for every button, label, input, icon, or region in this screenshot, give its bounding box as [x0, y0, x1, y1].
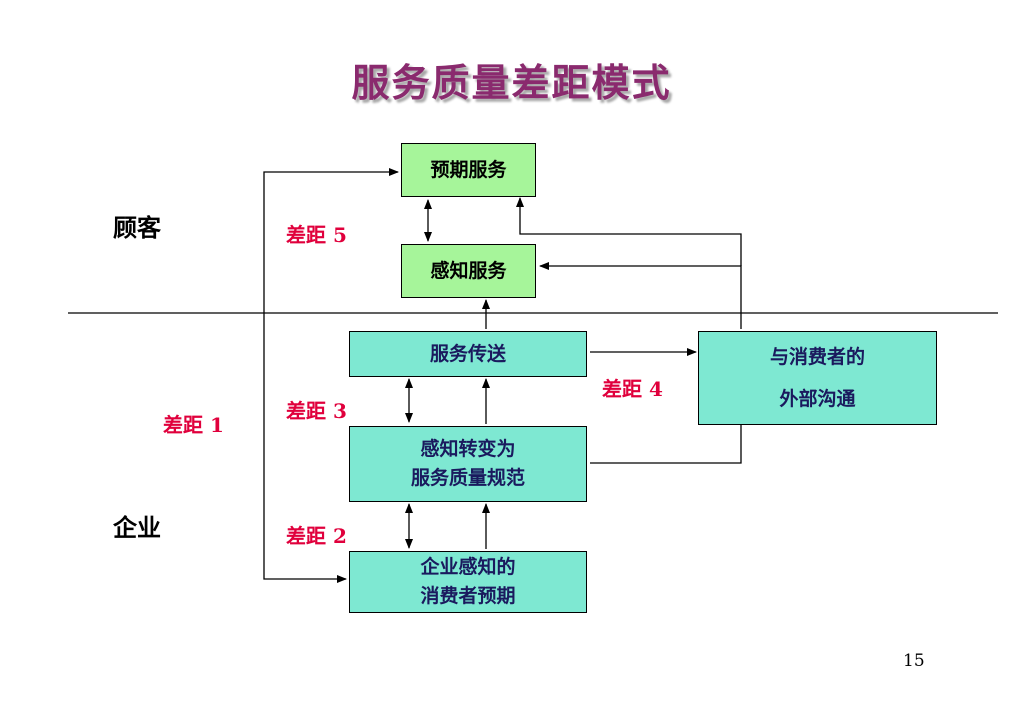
external-communications-label-line2: 外部沟通 — [779, 388, 856, 410]
gap3-label: 差距 3 — [286, 399, 347, 423]
expected-service-box: 预期服务 — [401, 143, 536, 197]
gap5-label: 差距 5 — [286, 223, 347, 247]
enterprise-label: 企业 — [113, 513, 161, 542]
service-delivery-box: 服务传送 — [349, 331, 587, 377]
spec-to-external-line — [590, 425, 742, 464]
page-title: 服务质量差距模式 — [351, 60, 672, 105]
customer-label: 顾客 — [113, 213, 161, 242]
service-delivery-label: 服务传送 — [429, 342, 506, 365]
external-to-perceived-arrow — [539, 262, 742, 329]
external-communications-label-line1: 与消费者的 — [769, 346, 865, 368]
service-spec-label-line1: 感知转变为 — [420, 438, 516, 460]
external-to-expected-arrow — [516, 197, 742, 266]
gap1-label: 差距 1 — [163, 413, 224, 437]
management-perception-label-line1: 企业感知的 — [420, 556, 516, 578]
external-communications-box: 与消费者的 外部沟通 — [698, 331, 937, 425]
gap1-connector — [263, 168, 399, 583]
perceived-service-label: 感知服务 — [430, 259, 507, 282]
gap2-label: 差距 2 — [286, 524, 347, 548]
service-spec-box: 感知转变为 服务质量规范 — [349, 426, 587, 502]
page-number: 15 — [903, 651, 925, 671]
management-perception-box: 企业感知的 消费者预期 — [349, 551, 587, 613]
management-perception-label-line2: 消费者预期 — [420, 585, 516, 607]
expected-service-label: 预期服务 — [430, 158, 507, 181]
service-spec-label-line2: 服务质量规范 — [410, 467, 525, 489]
gap4-label: 差距 4 — [602, 377, 663, 401]
perceived-service-box: 感知服务 — [401, 244, 536, 298]
